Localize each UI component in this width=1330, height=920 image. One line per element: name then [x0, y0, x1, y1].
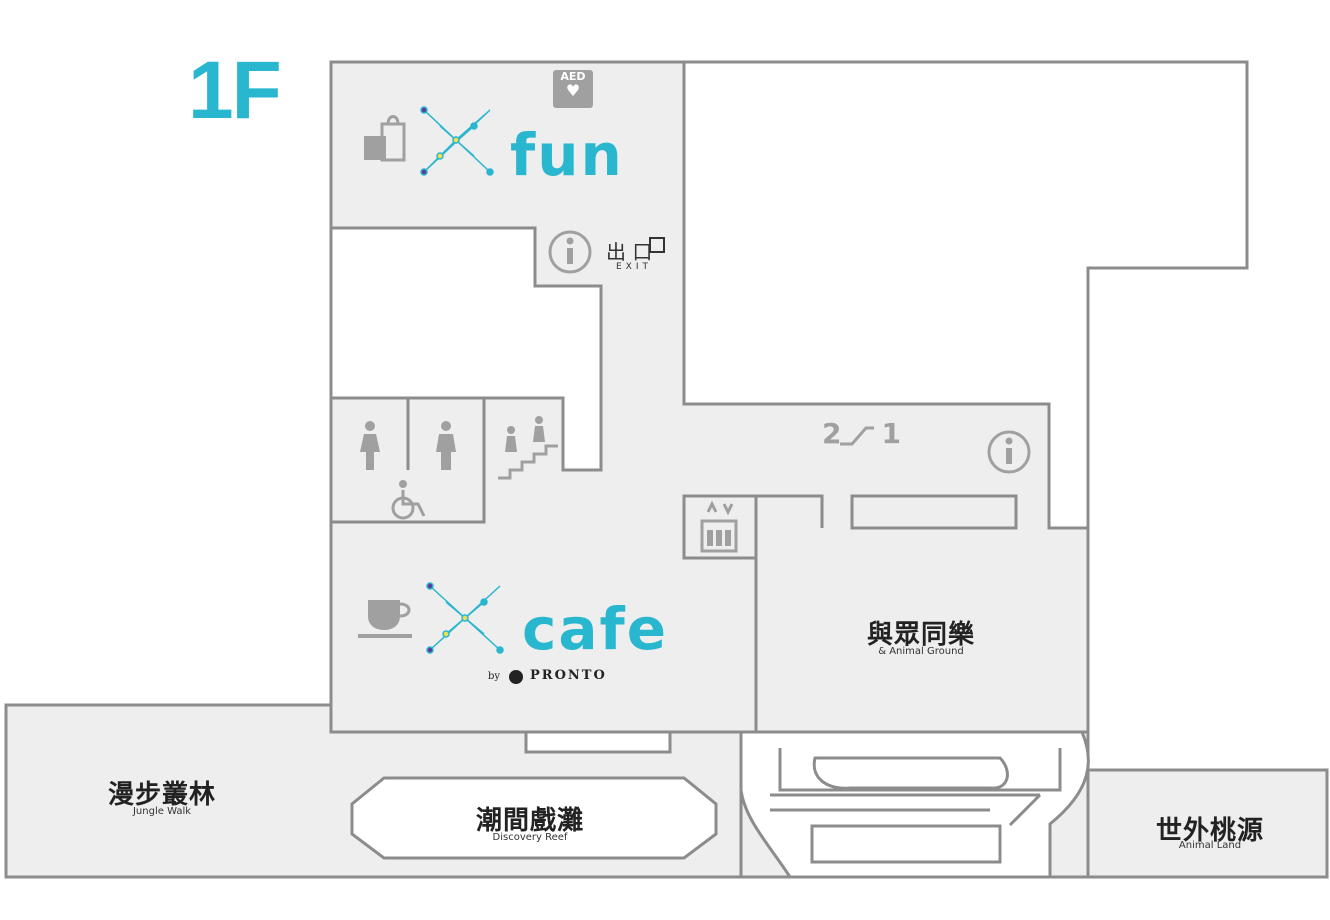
shopping-bag-icon	[364, 115, 406, 162]
discovery-reef-subtitle: Discovery Reef	[492, 832, 568, 843]
xcafe-title: cafe	[522, 595, 669, 663]
ramp-inner	[770, 748, 1062, 864]
discovery-reef-area	[350, 776, 718, 860]
animal-ground-room	[754, 494, 1088, 734]
stairs-icon	[498, 416, 558, 480]
x-logo-icon	[426, 582, 504, 654]
animal-land-subtitle: Animal Land	[1178, 840, 1242, 851]
xcafe-by: by	[488, 671, 501, 682]
xcafe-partner: PRONTO	[530, 668, 607, 683]
cafe-entrance	[524, 732, 672, 754]
escalator-to: 1	[881, 417, 901, 450]
ramp-structure	[739, 730, 1090, 879]
animal-land-title: 世外桃源	[1155, 816, 1264, 846]
exit-label-en: EXIT	[616, 262, 653, 272]
discovery-reef-title: 潮間戲灘	[475, 806, 584, 836]
female-restroom-icon	[360, 421, 380, 470]
escalator-icon	[840, 426, 874, 446]
animal-ground-subtitle: & Animal Ground	[878, 646, 964, 657]
info-icon	[548, 230, 592, 274]
x-logo-icon	[420, 106, 494, 176]
elevator-icon	[700, 500, 738, 553]
accessible-restroom-icon	[391, 480, 426, 520]
info-icon	[987, 430, 1031, 474]
aed-icon: AED ♥	[553, 70, 593, 108]
male-restroom-icon	[436, 421, 456, 470]
jungle-walk-title: 漫步叢林	[107, 780, 216, 810]
jungle-walk-subtitle: Jungle Walk	[132, 806, 192, 817]
aed-label: AED	[560, 70, 586, 83]
floor-label: 1F	[188, 45, 282, 136]
exit-icon	[649, 237, 665, 253]
escalator-from: 2	[822, 417, 842, 450]
xfun-title: fun	[510, 121, 624, 189]
animal-ground-title: 與眾同樂	[866, 620, 975, 650]
coffee-cup-icon	[358, 600, 412, 638]
exit-label-zh: 出 口	[606, 240, 653, 264]
pronto-logo-icon	[509, 670, 523, 684]
